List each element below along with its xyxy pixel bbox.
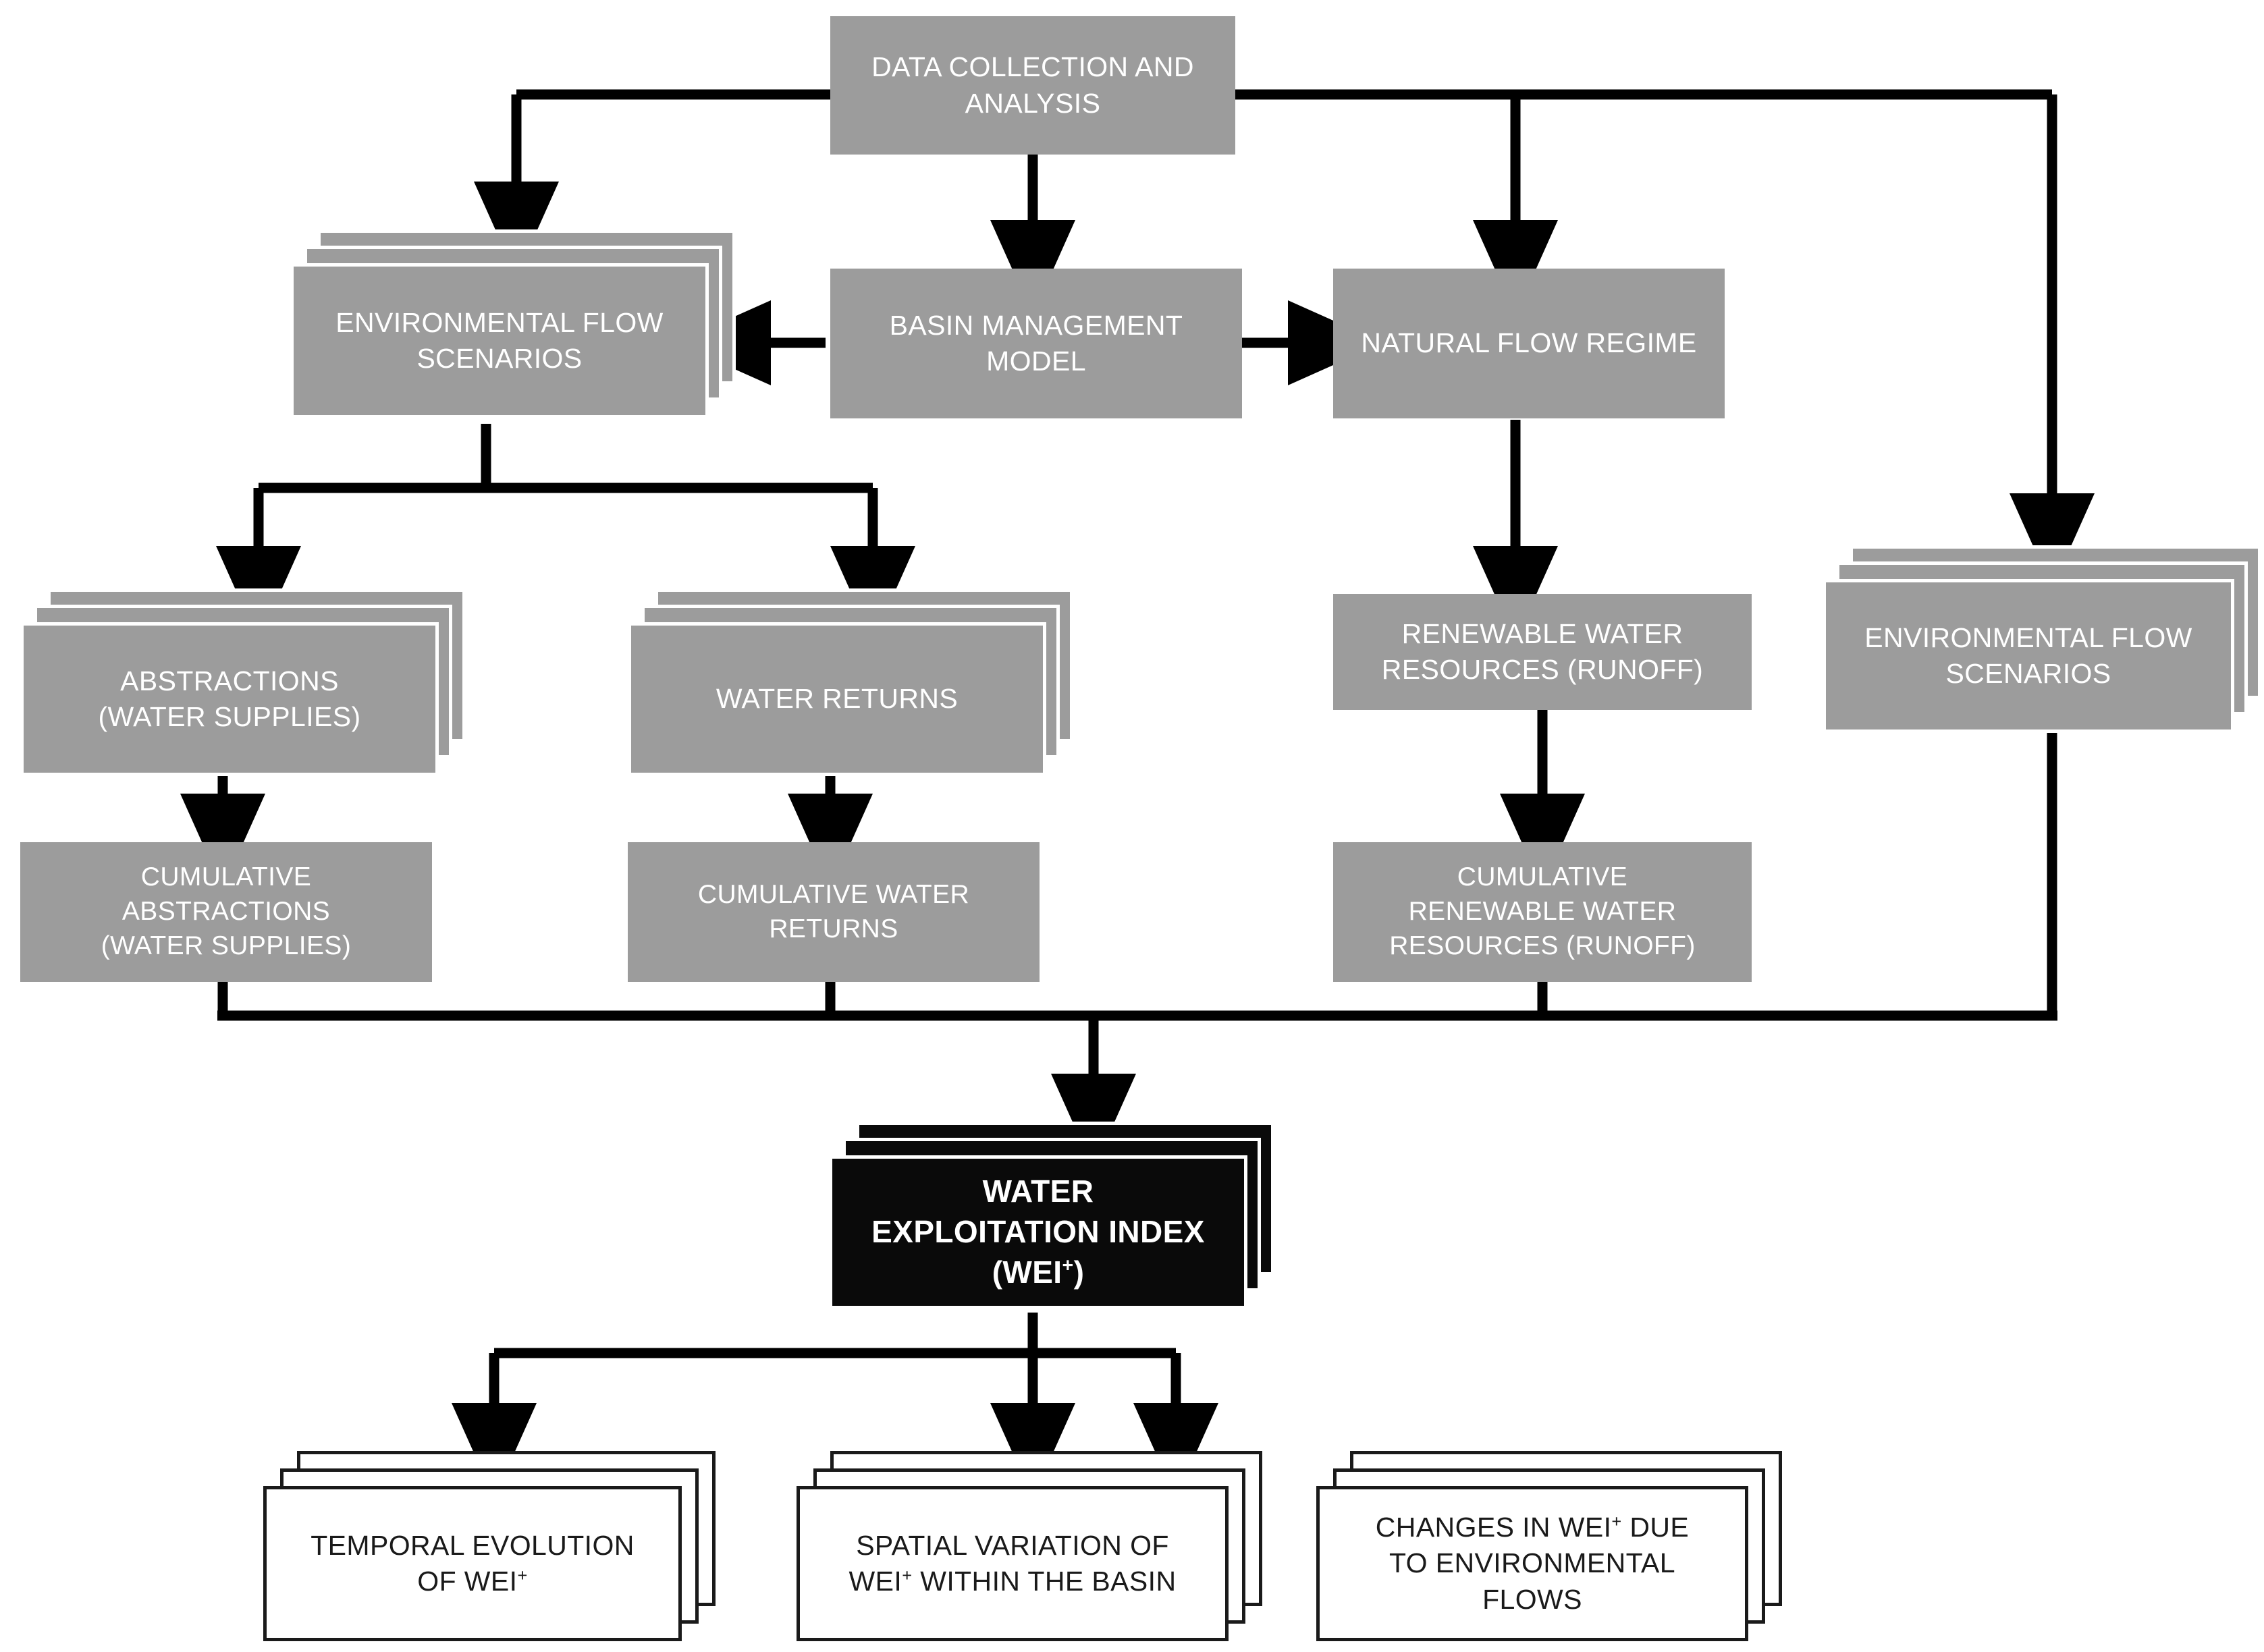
spatial-text-post: WITHIN THE BASIN [912, 1566, 1177, 1597]
node-water-exploitation-index[interactable]: WATER EXPLOITATION INDEX (WEI+) [829, 1122, 1274, 1316]
node-face: TEMPORAL EVOLUTION OF WEI+ [263, 1486, 682, 1641]
spatial-text-pre: SPATIAL VARIATION OF WEI [848, 1529, 1169, 1597]
node-label: SPATIAL VARIATION OF WEI+ WITHIN THE BAS… [840, 1528, 1186, 1600]
node-label: NATURAL FLOW REGIME [1361, 327, 1697, 359]
wei-line-2: EXPLOITATION INDEX [871, 1214, 1205, 1250]
node-face: CHANGES IN WEI+ DUE TO ENVIRONMENTAL FLO… [1316, 1486, 1748, 1641]
node-face: SPATIAL VARIATION OF WEI+ WITHIN THE BAS… [797, 1486, 1229, 1641]
changes-text-post: DUE TO ENVIRONMENTAL FLOWS [1389, 1512, 1690, 1615]
node-label: BASIN MANAGEMENT MODEL [889, 309, 1183, 377]
node-environmental-flow-scenarios-left[interactable]: ENVIRONMENTAL FLOW SCENARIOS [290, 229, 736, 425]
node-face: CUMULATIVE WATER RETURNS [628, 842, 1040, 982]
changes-superscript-plus: + [1611, 1512, 1622, 1531]
node-face: WATER EXPLOITATION INDEX (WEI+) [829, 1155, 1247, 1309]
node-label: WATER EXPLOITATION INDEX (WEI+) [862, 1172, 1214, 1292]
changes-text-pre: CHANGES IN WEI [1375, 1512, 1612, 1543]
node-environmental-flow-scenarios-right[interactable]: ENVIRONMENTAL FLOW SCENARIOS [1823, 545, 2264, 740]
node-face: ENVIRONMENTAL FLOW SCENARIOS [290, 263, 709, 418]
node-data-collection-and-analysis[interactable]: DATA COLLECTION AND ANALYSIS [830, 16, 1235, 155]
node-spatial-variation-of-wei[interactable]: SPATIAL VARIATION OF WEI+ WITHIN THE BAS… [797, 1451, 1269, 1647]
node-face: NATURAL FLOW REGIME [1333, 269, 1725, 418]
node-face: RENEWABLE WATER RESOURCES (RUNOFF) [1333, 594, 1752, 710]
wei-line-3-pre: (WEI [992, 1254, 1062, 1290]
node-renewable-water-resources[interactable]: RENEWABLE WATER RESOURCES (RUNOFF) [1333, 594, 1752, 710]
node-cumulative-abstractions[interactable]: CUMULATIVE ABSTRACTIONS (WATER SUPPLIES) [20, 842, 432, 982]
node-label: TEMPORAL EVOLUTION OF WEI+ [301, 1528, 644, 1600]
node-face: WATER RETURNS [628, 622, 1046, 776]
node-water-returns[interactable]: WATER RETURNS [628, 588, 1080, 783]
node-face: ENVIRONMENTAL FLOW SCENARIOS [1823, 579, 2234, 733]
node-face: BASIN MANAGEMENT MODEL [830, 269, 1242, 418]
wei-superscript-plus: + [1062, 1255, 1074, 1277]
node-temporal-evolution-of-wei[interactable]: TEMPORAL EVOLUTION OF WEI+ [263, 1451, 722, 1647]
node-face: CUMULATIVE RENEWABLE WATER RESOURCES (RU… [1333, 842, 1752, 982]
node-label: CHANGES IN WEI+ DUE TO ENVIRONMENTAL FLO… [1366, 1510, 1698, 1618]
node-abstractions-water-supplies[interactable]: ABSTRACTIONS (WATER SUPPLIES) [20, 588, 473, 783]
node-basin-management-model[interactable]: BASIN MANAGEMENT MODEL [830, 269, 1242, 418]
node-label: RENEWABLE WATER RESOURCES (RUNOFF) [1381, 617, 1704, 685]
node-face: ABSTRACTIONS (WATER SUPPLIES) [20, 622, 439, 776]
temporal-text: TEMPORAL EVOLUTION OF WEI [311, 1529, 635, 1597]
node-label: WATER RETURNS [716, 683, 959, 715]
node-label: ENVIRONMENTAL FLOW SCENARIOS [335, 306, 664, 374]
node-natural-flow-regime[interactable]: NATURAL FLOW REGIME [1333, 269, 1725, 418]
wei-line-1: WATER [982, 1174, 1094, 1209]
node-cumulative-water-returns[interactable]: CUMULATIVE WATER RETURNS [628, 842, 1040, 982]
spatial-superscript-plus: + [902, 1566, 913, 1585]
node-label: ENVIRONMENTAL FLOW SCENARIOS [1864, 622, 2192, 689]
temporal-superscript-plus: + [517, 1566, 528, 1585]
node-label: ABSTRACTIONS (WATER SUPPLIES) [98, 665, 361, 732]
node-face: CUMULATIVE ABSTRACTIONS (WATER SUPPLIES) [20, 842, 432, 982]
node-cumulative-renewable-water-resources[interactable]: CUMULATIVE RENEWABLE WATER RESOURCES (RU… [1333, 842, 1752, 982]
node-face: DATA COLLECTION AND ANALYSIS [830, 16, 1235, 155]
node-label: CUMULATIVE WATER RETURNS [697, 879, 970, 943]
node-changes-in-wei-due-to-environmental-flows[interactable]: CHANGES IN WEI+ DUE TO ENVIRONMENTAL FLO… [1316, 1451, 1789, 1647]
node-label: CUMULATIVE RENEWABLE WATER RESOURCES (RU… [1389, 862, 1696, 960]
wei-line-3-post: ) [1073, 1254, 1085, 1290]
node-label: DATA COLLECTION AND ANALYSIS [871, 51, 1194, 119]
node-label: CUMULATIVE ABSTRACTIONS (WATER SUPPLIES) [101, 862, 352, 960]
